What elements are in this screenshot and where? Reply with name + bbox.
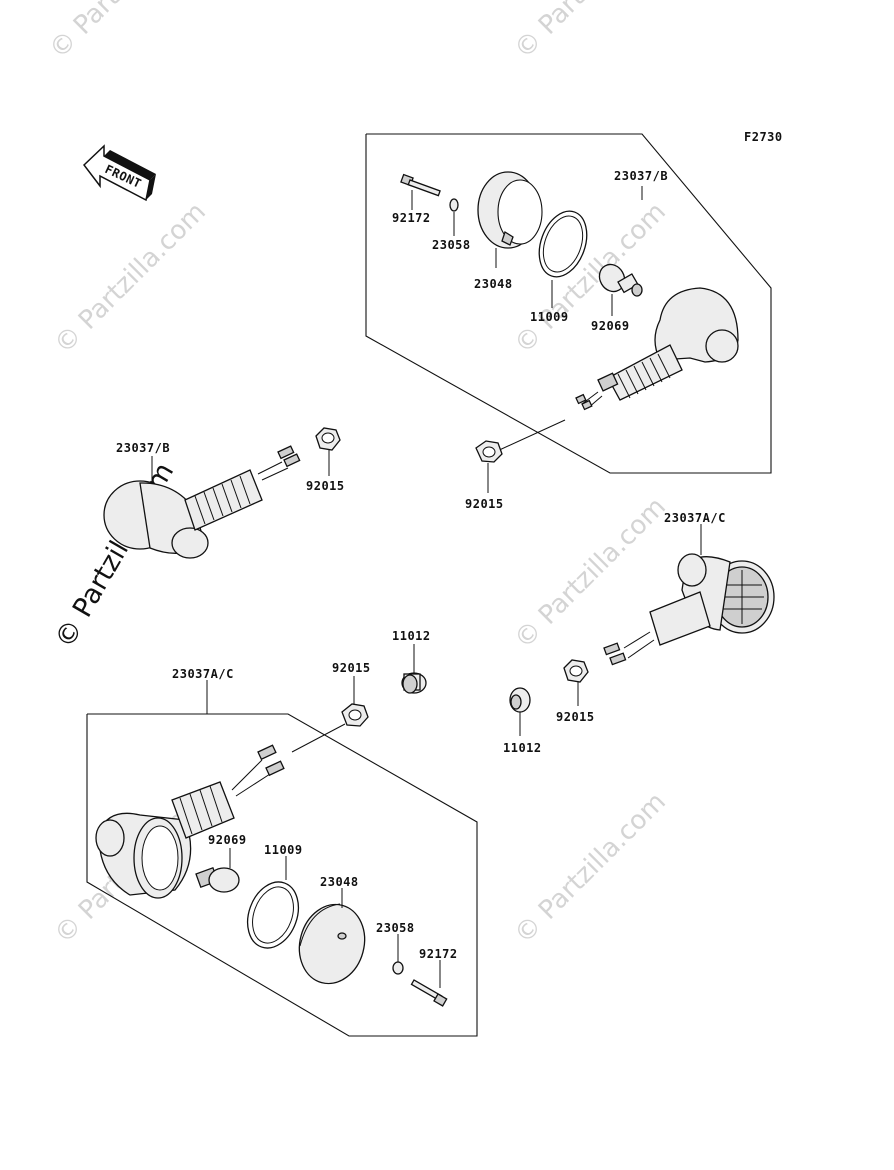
bulb-part (598, 263, 643, 297)
label-top-lens: 23048 (474, 277, 513, 291)
signal-housing-right (603, 553, 775, 666)
watermarks: © Partzilla.com © Partzilla.com © Partzi… (44, 0, 672, 950)
grommet-part (401, 672, 427, 694)
label-top-washer: 23058 (432, 238, 471, 252)
label-top-bulb: 92069 (591, 319, 630, 333)
gasket-part (538, 210, 588, 278)
leader-line (494, 419, 566, 453)
label-bottom-washer: 23058 (376, 921, 415, 935)
nut-part (475, 440, 503, 463)
label-bottom-bulb: 92069 (208, 833, 247, 847)
signal-housing-top (575, 287, 739, 411)
label-right-grommet: 11012 (503, 741, 542, 755)
nut-part (315, 427, 341, 451)
nut-part (563, 659, 589, 683)
label-mid-grommet: 11012 (392, 629, 431, 643)
lens-part (298, 903, 366, 985)
watermark-text: © Partzilla.com (509, 787, 672, 950)
gasket-part (246, 881, 300, 949)
label-right-nut: 92015 (556, 710, 595, 724)
label-bottom-gasket: 11009 (264, 843, 303, 857)
front-arrow: FRONT (82, 144, 156, 202)
washer-part (449, 198, 459, 212)
signal-housing-bottom (95, 744, 285, 899)
watermark-text: © Partzilla.com (44, 0, 207, 65)
label-left-assembly: 23037/B (116, 441, 170, 455)
watermark-text: © Partzilla.com (509, 492, 672, 655)
watermark-text: © Partzilla.com (49, 197, 212, 360)
top-assembly-frame (365, 133, 772, 474)
label-top-assembly: 23037/B (614, 169, 668, 183)
label-top-gasket: 11009 (530, 310, 569, 324)
label-bottom-assembly: 23037A/C (172, 667, 234, 681)
label-top-bolt: 92172 (392, 211, 431, 225)
grommet-part (509, 687, 531, 713)
watermark-text: © Partzilla.com (509, 0, 672, 65)
label-bottom-bolt: 92172 (419, 947, 458, 961)
label-bottom-nut: 92015 (332, 661, 371, 675)
bolt-part (400, 173, 441, 197)
bolt-part (410, 979, 448, 1007)
lens-part (477, 171, 543, 249)
nut-part (341, 703, 369, 727)
bottom-assembly-frame (86, 713, 478, 1037)
label-bottom-lens: 23048 (320, 875, 359, 889)
label-top-nut: 92015 (465, 497, 504, 511)
washer-part (392, 961, 404, 975)
label-left-nut: 92015 (306, 479, 345, 493)
figure-code: F2730 (744, 130, 783, 144)
bulb-part (195, 867, 240, 893)
signal-housing-left (103, 445, 301, 559)
label-right-assembly: 23037A/C (664, 511, 726, 525)
